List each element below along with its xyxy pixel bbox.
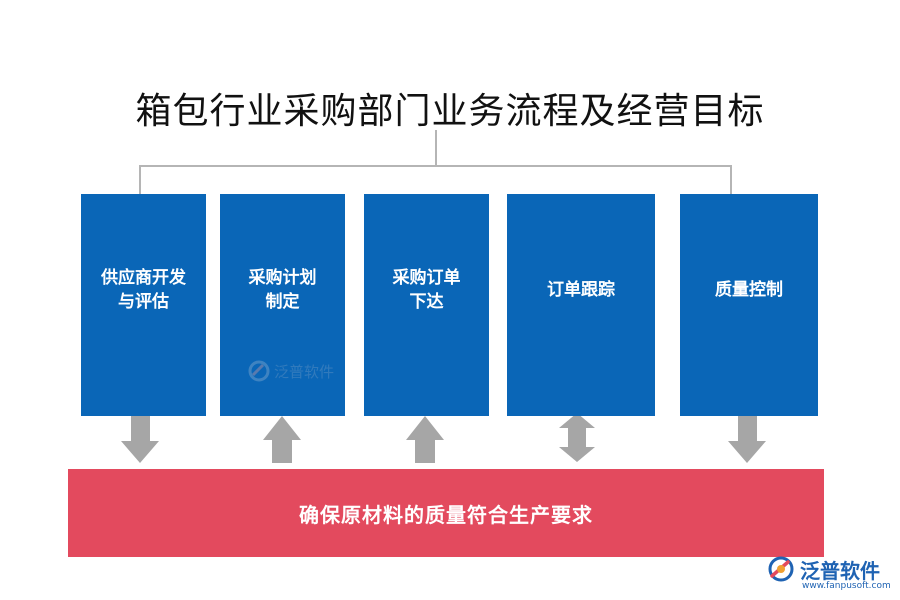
brand-logo: 泛普软件 www.fanpusoft.com — [766, 554, 891, 591]
arrow-up-3 — [406, 416, 444, 463]
page-title: 箱包行业采购部门业务流程及经营目标 — [135, 91, 765, 132]
arrow-down-1 — [121, 416, 159, 463]
step-purchase-order: 采购订单 下达 — [364, 194, 489, 416]
logo-brand-text: 泛普软件 — [800, 558, 880, 583]
step-label: 订单跟踪 — [547, 280, 615, 300]
step-label: 采购订单 下达 — [392, 268, 461, 312]
step-label: 质量控制 — [715, 280, 783, 300]
step-label: 供应商开发 与评估 — [101, 268, 186, 312]
watermark-text: 泛普软件 — [274, 362, 335, 381]
step-label: 采购计划 制定 — [248, 268, 317, 312]
goal-bar: 确保原材料的质量符合生产要求 — [68, 469, 824, 557]
watermark: 泛普软件 — [248, 360, 334, 382]
step-order-tracking: 订单跟踪 — [507, 194, 655, 416]
arrow-up-2 — [263, 416, 301, 463]
logo-url: www.fanpusoft.com — [802, 581, 891, 591]
watermark-logo-icon — [248, 360, 270, 382]
step-supplier-development: 供应商开发 与评估 — [81, 194, 206, 416]
step-quality-control: 质量控制 — [680, 194, 818, 416]
step-purchase-planning: 采购计划 制定 — [220, 194, 345, 416]
fanpu-logo-icon — [768, 556, 794, 582]
arrow-both-4 — [559, 413, 595, 462]
arrow-down-5 — [728, 416, 766, 463]
